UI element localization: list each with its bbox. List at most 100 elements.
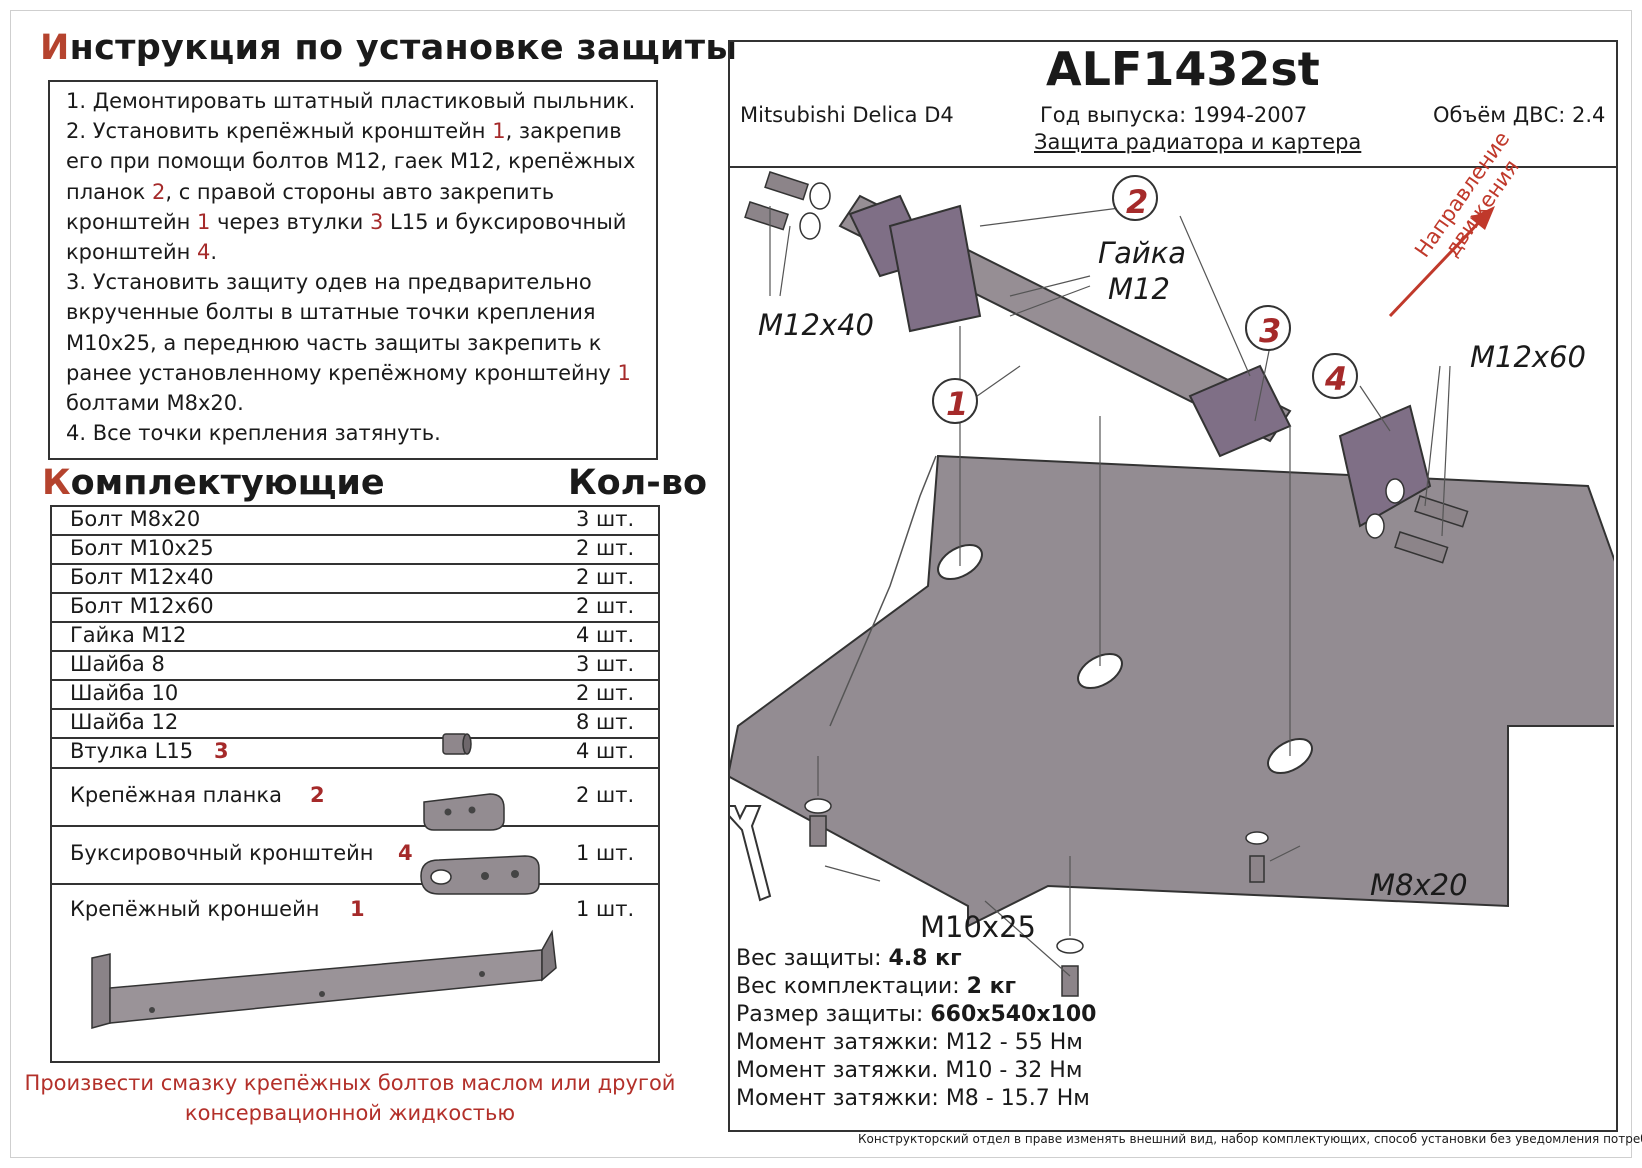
spec-value: 660х540х100 [930,1002,1097,1027]
spec-label: Момент затяжки. [736,1058,946,1083]
instruction-text: его при помощи болтов М12, гаек М12, кре… [66,149,636,174]
spec-value: М10 - 32 Нм [945,1058,1083,1083]
part-quantity: 8 шт. [576,710,635,734]
instruction-line: М10х25, а переднюю часть защиты закрепит… [66,328,601,358]
instruction-text: кронштейн [66,240,198,264]
instruction-text: 1. Демонтировать штатный пластиковый пыл… [66,89,636,113]
instruction-line: 2. Установить крепёжный кронштейн 1, зак… [66,116,622,146]
part-name: Болт М10х25 [70,536,214,560]
mounting-bracket-icon [91,929,557,1029]
spec-value: 2 кг [966,974,1017,999]
wrench-icon [730,805,772,902]
part-quantity: 1 шт. [576,841,635,865]
instruction-line: вкрученные болты в штатные точки креплен… [66,297,596,327]
spec-value: 4.8 кг [888,946,962,971]
spec-label: Вес защиты: [736,946,889,971]
instruction-text: 4. Все точки крепления затянуть. [66,421,441,446]
part-number-ref: 2 [151,179,166,204]
spec-label: Момент затяжки: [736,1030,946,1055]
part-number-ref: 4 [197,240,211,264]
instruction-text: через втулки [210,209,370,234]
part-name: Шайба 12 [70,710,179,734]
label-m10x25: M10x25 [920,910,1036,944]
spec-value: М8 - 15.7 Нм [945,1086,1090,1111]
spec-value: М12 - 55 Нм [945,1030,1083,1055]
instructions-title: Инструкция по установке защиты [40,28,738,68]
spec-line: Момент затяжки. М10 - 32 Нм [736,1058,1082,1083]
diagram-panel [728,40,1618,1132]
protection-description: Защита радиатора и картера [1034,130,1362,154]
part-quantity: 2 шт. [576,681,635,705]
quantity-header: Кол-во [568,463,708,503]
part-number-ref: 1 [617,360,631,385]
table-row: Буксировочный кронштейн 4 1 шт. [52,827,658,885]
part-number-ref: 1 [197,209,211,234]
callout-2: 2 [1126,183,1149,221]
part-name: Буксировочный кронштейн [70,841,374,865]
part-number: 1 [350,897,365,921]
disclaimer: Конструкторский отдел в праве изменять в… [858,1132,1642,1146]
part-number: 2 [310,783,325,807]
part-name: Болт М12х60 [70,594,214,618]
part-name: Болт М8х20 [70,507,201,531]
skid-plate [730,454,1614,928]
table-row: Шайба 12 8 шт. [52,710,658,739]
car-model: Mitsubishi Delica D4 [740,103,954,127]
label-nut-size: М12 [1108,272,1170,306]
label-m8x20: M8x20 [1370,868,1468,902]
instruction-line: планок 2, с правой стороны авто закрепит… [66,177,554,207]
instructions-box: 1. Демонтировать штатный пластиковый пыл… [48,80,658,460]
table-row: Крепёжная планка 2 2 шт. [52,769,658,827]
part-number: 3 [214,739,229,763]
part-quantity: 2 шт. [576,783,635,807]
instruction-text: , закрепив [505,119,622,144]
part-quantity: 2 шт. [576,536,635,560]
instruction-text: L15 и буксировочный [383,209,627,234]
part-name: Втулка L15 [70,739,194,763]
label-m12x60: M12x60 [1470,340,1586,374]
part-number: 4 [398,841,413,865]
instruction-text: вкрученные болты в штатные точки креплен… [66,300,596,325]
callout-1: 1 [946,385,969,423]
table-row: Болт М10х25 2 шт. [52,536,658,565]
instruction-line: кронштейн 1 через втулки 3 L15 и буксиро… [66,207,626,237]
part-quantity: 2 шт. [576,565,635,589]
instruction-line: его при помощи болтов М12, гаек М12, кре… [66,146,635,176]
bushing-icon [442,733,472,755]
callout-4: 4 [1325,360,1348,398]
part-name: Шайба 8 [70,652,165,676]
assembly-diagram [730,171,1614,997]
parts-title: Комплектующие [42,463,385,503]
part-name: Крепёжная планка [70,783,282,807]
spec-line: Момент затяжки: М12 - 55 Нм [736,1030,1083,1055]
part-quantity: 1 шт. [576,897,635,921]
table-row: Шайба 10 2 шт. [52,681,658,710]
instruction-text: кронштейн [66,209,198,234]
part-number-ref: 1 [492,119,506,144]
instruction-line: кронштейн 4. [66,237,217,267]
part-name: Шайба 10 [70,681,179,705]
spec-line: Момент затяжки: М8 - 15.7 Нм [736,1086,1090,1111]
spec-line: Вес комплектации: 2 кг [736,974,1016,999]
page-frame [10,10,1632,1158]
spec-line: Вес защиты: 4.8 кг [736,946,962,971]
tow-bracket-icon [420,855,540,895]
instruction-text: , с правой стороны авто закрепить [165,179,555,204]
instruction-text: М10х25, а переднюю часть защиты закрепит… [66,330,602,355]
instruction-text: болтами М8х20. [66,391,244,415]
instruction-text: 3. Установить защиту одев на предварител… [66,270,592,295]
instruction-line: болтами М8х20. [66,388,244,418]
engine-volume: Объём ДВС: 2.4 [1433,103,1606,127]
spec-label: Размер защиты: [736,1002,931,1027]
spec-label: Момент затяжки: [736,1086,946,1111]
spec-line: Размер защиты: 660х540х100 [736,1002,1096,1027]
model-code: ALF1432st [1046,42,1320,96]
